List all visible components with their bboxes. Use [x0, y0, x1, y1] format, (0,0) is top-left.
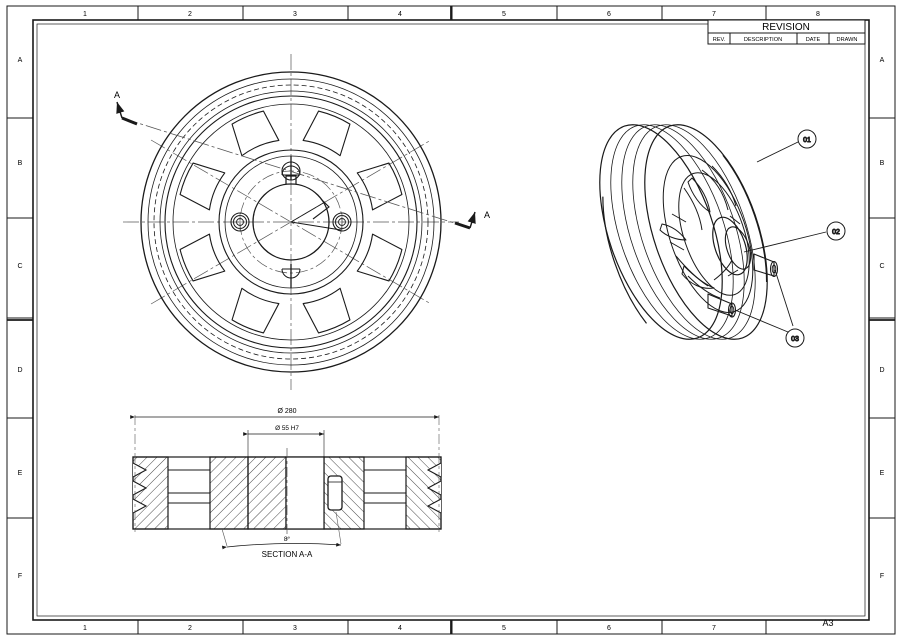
- hub-chamfer-detail: [312, 198, 330, 220]
- zone-left-d: D: [17, 367, 22, 374]
- iso-web-openings: [659, 177, 715, 289]
- revision-header-rev: REV.: [713, 37, 726, 43]
- set-screw: [332, 212, 352, 232]
- zone-labels-left: A B C D E F: [17, 57, 22, 580]
- zone-top-5: 5: [502, 11, 506, 18]
- balloon-03[interactable]: 03: [734, 269, 805, 348]
- zone-bottom-4: 4: [398, 625, 402, 632]
- zone-ticks-bottom: [137, 620, 767, 634]
- zone-right-c: C: [879, 263, 884, 270]
- zone-bottom-5: 5: [502, 625, 506, 632]
- revision-header-date: DATE: [806, 37, 821, 43]
- zone-ticks-left: [7, 117, 33, 519]
- zone-bottom-3: 3: [293, 625, 297, 632]
- dimension-bore-label: Ø 55 H7: [275, 425, 299, 432]
- zone-ticks-right: [869, 117, 895, 519]
- isometric-view: 01 02 03: [599, 124, 846, 348]
- zone-top-6: 6: [607, 11, 611, 18]
- spoke-opening: [179, 233, 226, 282]
- balloon-03-label: 03: [791, 336, 799, 343]
- zone-left-b: B: [18, 160, 23, 167]
- iso-balloons[interactable]: 01 02 03: [734, 129, 846, 348]
- section-arrow-end: [467, 211, 476, 229]
- zone-left-a: A: [18, 57, 23, 64]
- spoke-opening: [231, 287, 280, 334]
- centering-marks: [7, 6, 895, 634]
- section-witness-lines: [134, 415, 440, 532]
- zone-right-d: D: [879, 367, 884, 374]
- dimension-bore: Ø 55 H7: [243, 425, 324, 436]
- zone-bottom-6: 6: [607, 625, 611, 632]
- section-mark-label-end: A: [484, 210, 490, 220]
- iso-rim-silhouette-left: [602, 196, 647, 324]
- revision-header-drawn: DRAWN: [837, 37, 858, 43]
- spoke-opening: [302, 110, 351, 157]
- zone-labels-top: 1 2 3 4 5 6 7 8: [83, 11, 820, 18]
- pulley-rim-circles: [140, 71, 442, 373]
- balloon-02[interactable]: 02: [743, 221, 846, 253]
- section-arrow-start: [116, 101, 125, 119]
- revision-header-description: DESCRIPTION: [744, 37, 782, 43]
- hub-leader-right: [290, 221, 342, 231]
- iso-hub: [712, 215, 752, 277]
- zone-top-8: 8: [816, 11, 820, 18]
- zone-left-e: E: [18, 470, 23, 477]
- section-line-a-a: A A: [114, 90, 490, 230]
- section-rim-left: [132, 456, 169, 530]
- zone-top-1: 1: [83, 11, 87, 18]
- section-hub: [209, 456, 365, 530]
- zone-top-2: 2: [188, 11, 192, 18]
- hub-leader-upper: [290, 201, 326, 223]
- spoke-opening: [302, 287, 351, 334]
- iso-web-ring: [662, 154, 754, 314]
- zone-bottom-1: 1: [83, 625, 87, 632]
- spoke-opening: [356, 233, 403, 282]
- section-view-caption: SECTION A-A: [262, 550, 313, 559]
- section-rim-right: [405, 456, 442, 530]
- balloon-01-label: 01: [803, 137, 811, 144]
- zone-labels-right: A B C D E F: [879, 57, 884, 580]
- zone-top-3: 3: [293, 11, 297, 18]
- section-set-screw: [327, 475, 343, 511]
- dimension-angular: 8°: [221, 511, 342, 550]
- spoke-opening: [356, 162, 403, 211]
- zone-ticks-top: [137, 6, 767, 20]
- zone-left-c: C: [17, 263, 22, 270]
- revision-table[interactable]: REVISION REV. DESCRIPTION DATE DRAWN: [707, 19, 866, 45]
- front-view: A A: [114, 54, 490, 390]
- section-view: Ø 280 Ø 55 H7 8° SECTION A-A: [130, 408, 442, 559]
- sheet-frame: 1 2 3 4 5 6 7 8 1 2 3 4 5 6 7 A3 A B C D…: [6, 5, 896, 635]
- zone-right-a: A: [880, 57, 885, 64]
- spoke-openings: [179, 110, 403, 334]
- dimension-angular-label: 8°: [284, 535, 291, 543]
- zone-top-4: 4: [398, 11, 402, 18]
- section-web: [168, 469, 406, 504]
- dimension-outer-diameter-label: Ø 280: [277, 408, 296, 415]
- zone-right-b: B: [880, 160, 885, 167]
- zone-bottom-2: 2: [188, 625, 192, 632]
- zone-right-f: F: [880, 573, 884, 580]
- dimension-outer-diameter: Ø 280: [130, 408, 439, 419]
- spoke-opening: [231, 110, 280, 157]
- zone-bottom-7: 7: [712, 625, 716, 632]
- section-mark-label-start: A: [114, 90, 120, 100]
- zone-right-e: E: [880, 470, 885, 477]
- balloon-01[interactable]: 01: [756, 129, 817, 163]
- set-screw: [230, 212, 250, 232]
- revision-table-title: REVISION: [762, 22, 810, 33]
- balloon-02-label: 02: [832, 229, 840, 236]
- iso-rim-silhouette-right: [722, 154, 768, 283]
- zone-left-f: F: [18, 573, 22, 580]
- iso-rim-profiles: [599, 124, 768, 340]
- iso-set-screw-upper: [753, 253, 779, 278]
- spoke-opening: [179, 162, 226, 211]
- sheet-size-label: A3: [822, 618, 833, 628]
- zone-top-7: 7: [712, 11, 716, 18]
- zone-labels-bottom: 1 2 3 4 5 6 7 A3: [83, 618, 833, 632]
- pulley-groove-hidden-circle: [153, 84, 429, 360]
